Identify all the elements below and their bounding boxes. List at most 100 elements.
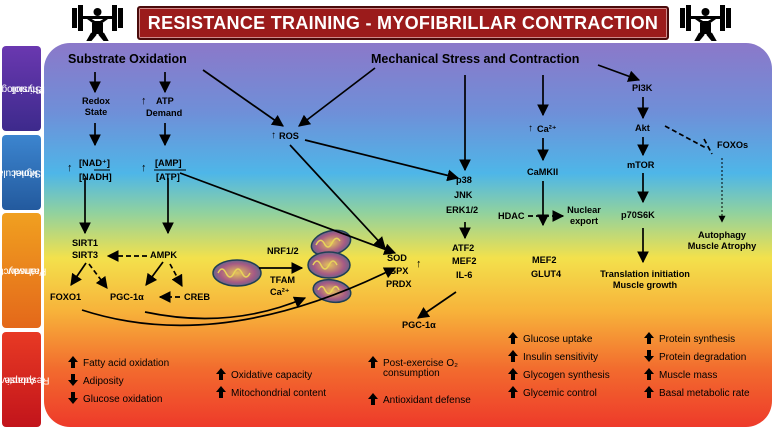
sod-node: SOD	[387, 253, 407, 263]
prdx-node: PRDX	[386, 279, 412, 289]
atp-ratio-node: [ATP]	[156, 172, 180, 182]
up-arrow-icon: ↑	[141, 95, 147, 107]
ca-mito-node: Ca²⁺	[270, 287, 290, 297]
response-item: Protein degradation	[644, 350, 746, 364]
up-arrow-icon: ↑	[141, 162, 147, 174]
nrf-node: NRF1/2	[267, 246, 299, 256]
amp-node: [AMP]	[155, 158, 182, 168]
response-item: Insulin sensitivity	[508, 350, 598, 364]
mechanical-stress-label: Mechanical Stress and Contraction	[371, 52, 580, 66]
transduction-tab	[2, 213, 41, 328]
response-text: Protein synthesis	[659, 334, 736, 345]
autophagy-line2: Muscle Atrophy	[687, 241, 757, 251]
stimuli-tab-label: PhysiologicalStimuli	[0, 46, 45, 131]
ros-node: ROS	[279, 131, 299, 141]
response-item: Adiposity	[68, 374, 124, 388]
atp-node: ATP	[156, 96, 174, 106]
down-arrow-icon	[644, 350, 654, 362]
foxo1-node: FOXO1	[50, 292, 82, 302]
response-text: Mitochondrial content	[231, 388, 327, 399]
glut4-node: GLUT4	[531, 269, 562, 279]
response-item: Glycemic control	[508, 386, 597, 400]
response-text: Antioxidant defense	[383, 395, 471, 406]
response-text: Protein degradation	[659, 352, 747, 363]
hdac-node: HDAC	[498, 211, 525, 221]
pi3k-node: PI3K	[632, 83, 653, 93]
up-arrow-icon	[508, 386, 518, 398]
down-arrow-icon	[68, 374, 78, 386]
response-item: Basal metabolic rate	[644, 386, 750, 400]
signal-label-line2: Signal	[13, 167, 41, 178]
il6-node: IL-6	[456, 270, 473, 280]
stimuli-tab	[2, 46, 41, 131]
down-arrow-icon	[68, 392, 78, 404]
response-item: Glycogen synthesis	[508, 368, 610, 382]
mef2-node: MEF2	[452, 256, 477, 266]
erk-node: ERK1/2	[446, 205, 479, 215]
nuclear-line1: Nuclear	[567, 205, 601, 215]
translation-line2: Muscle growth	[612, 280, 678, 290]
response-item: Fatty acid oxidation	[68, 356, 169, 370]
mtor-node: mTOR	[627, 160, 655, 170]
up-arrow-icon	[644, 368, 654, 380]
title-banner: RESISTANCE TRAINING - MYOFIBRILLAR CONTR…	[137, 6, 669, 40]
transduction-label-line2: Pathway	[7, 265, 47, 276]
up-arrow-icon	[508, 350, 518, 362]
stimuli-label-line2: Stimuli	[12, 83, 43, 94]
up-arrow-icon	[644, 386, 654, 398]
response-text: Glucose oxidation	[83, 394, 163, 405]
autophagy-line1: Autophagy	[698, 230, 746, 240]
creb-node: CREB	[184, 292, 211, 302]
response-item: consumption	[368, 368, 440, 380]
tfam-node: TFAM	[270, 275, 296, 285]
response-text: consumption	[383, 368, 440, 379]
response-tab	[2, 332, 41, 427]
pgc1a-b-node: PGC-1α	[402, 320, 436, 330]
translation-line1: Translation initiation	[600, 269, 690, 279]
response-item: Mitochondrial content	[216, 386, 326, 400]
weightlifter-icon	[72, 5, 123, 41]
up-arrow-icon	[368, 356, 378, 368]
jnk-node: JNK	[454, 190, 473, 200]
response-text: Basal metabolic rate	[659, 388, 750, 399]
transduction-tab-label: TransductionPathway	[0, 213, 46, 328]
sirt3-node: SIRT3	[72, 250, 99, 260]
redox-line2: State	[84, 107, 108, 117]
up-arrow-icon	[216, 368, 226, 380]
response-item: Post-exercise O₂	[368, 356, 458, 370]
response-item: Protein synthesis	[644, 332, 735, 346]
atp-demand-node: Demand	[146, 108, 183, 118]
page-title: RESISTANCE TRAINING - MYOFIBRILLAR CONTR…	[147, 12, 659, 33]
response-item: Oxidative capacity	[216, 368, 312, 382]
up-arrow-icon: ↑	[416, 258, 422, 270]
response-item: Glucose oxidation	[68, 392, 163, 406]
pgc1a-node: PGC-1α	[110, 292, 144, 302]
mef2-b-node: MEF2	[532, 255, 557, 265]
response-text: Glycemic control	[523, 388, 597, 399]
nadh-node: [NADH]	[79, 172, 112, 182]
ampk-node: AMPK	[150, 250, 178, 260]
response-item: Antioxidant defense	[368, 393, 471, 407]
up-arrow-icon	[508, 332, 518, 344]
response-item: Glucose uptake	[508, 332, 593, 346]
up-arrow-icon	[508, 368, 518, 380]
response-text: Post-exercise O₂	[383, 358, 459, 369]
pathway-arrows	[70, 64, 649, 327]
response-text: Adiposity	[83, 376, 124, 387]
camkii-node: CaMKII	[527, 167, 559, 177]
response-text: Muscle mass	[659, 370, 718, 381]
up-arrow-icon	[216, 386, 226, 398]
up-arrow-icon: ↑	[67, 162, 73, 174]
p70s6k-node: p70S6K	[621, 210, 655, 220]
redox-line1: Redox	[81, 96, 111, 106]
up-arrow-icon: ↑	[528, 123, 533, 134]
nuclear-line2: export	[569, 216, 599, 226]
mitochondria-icon	[212, 229, 352, 304]
gpx-node: GPX	[389, 266, 409, 276]
